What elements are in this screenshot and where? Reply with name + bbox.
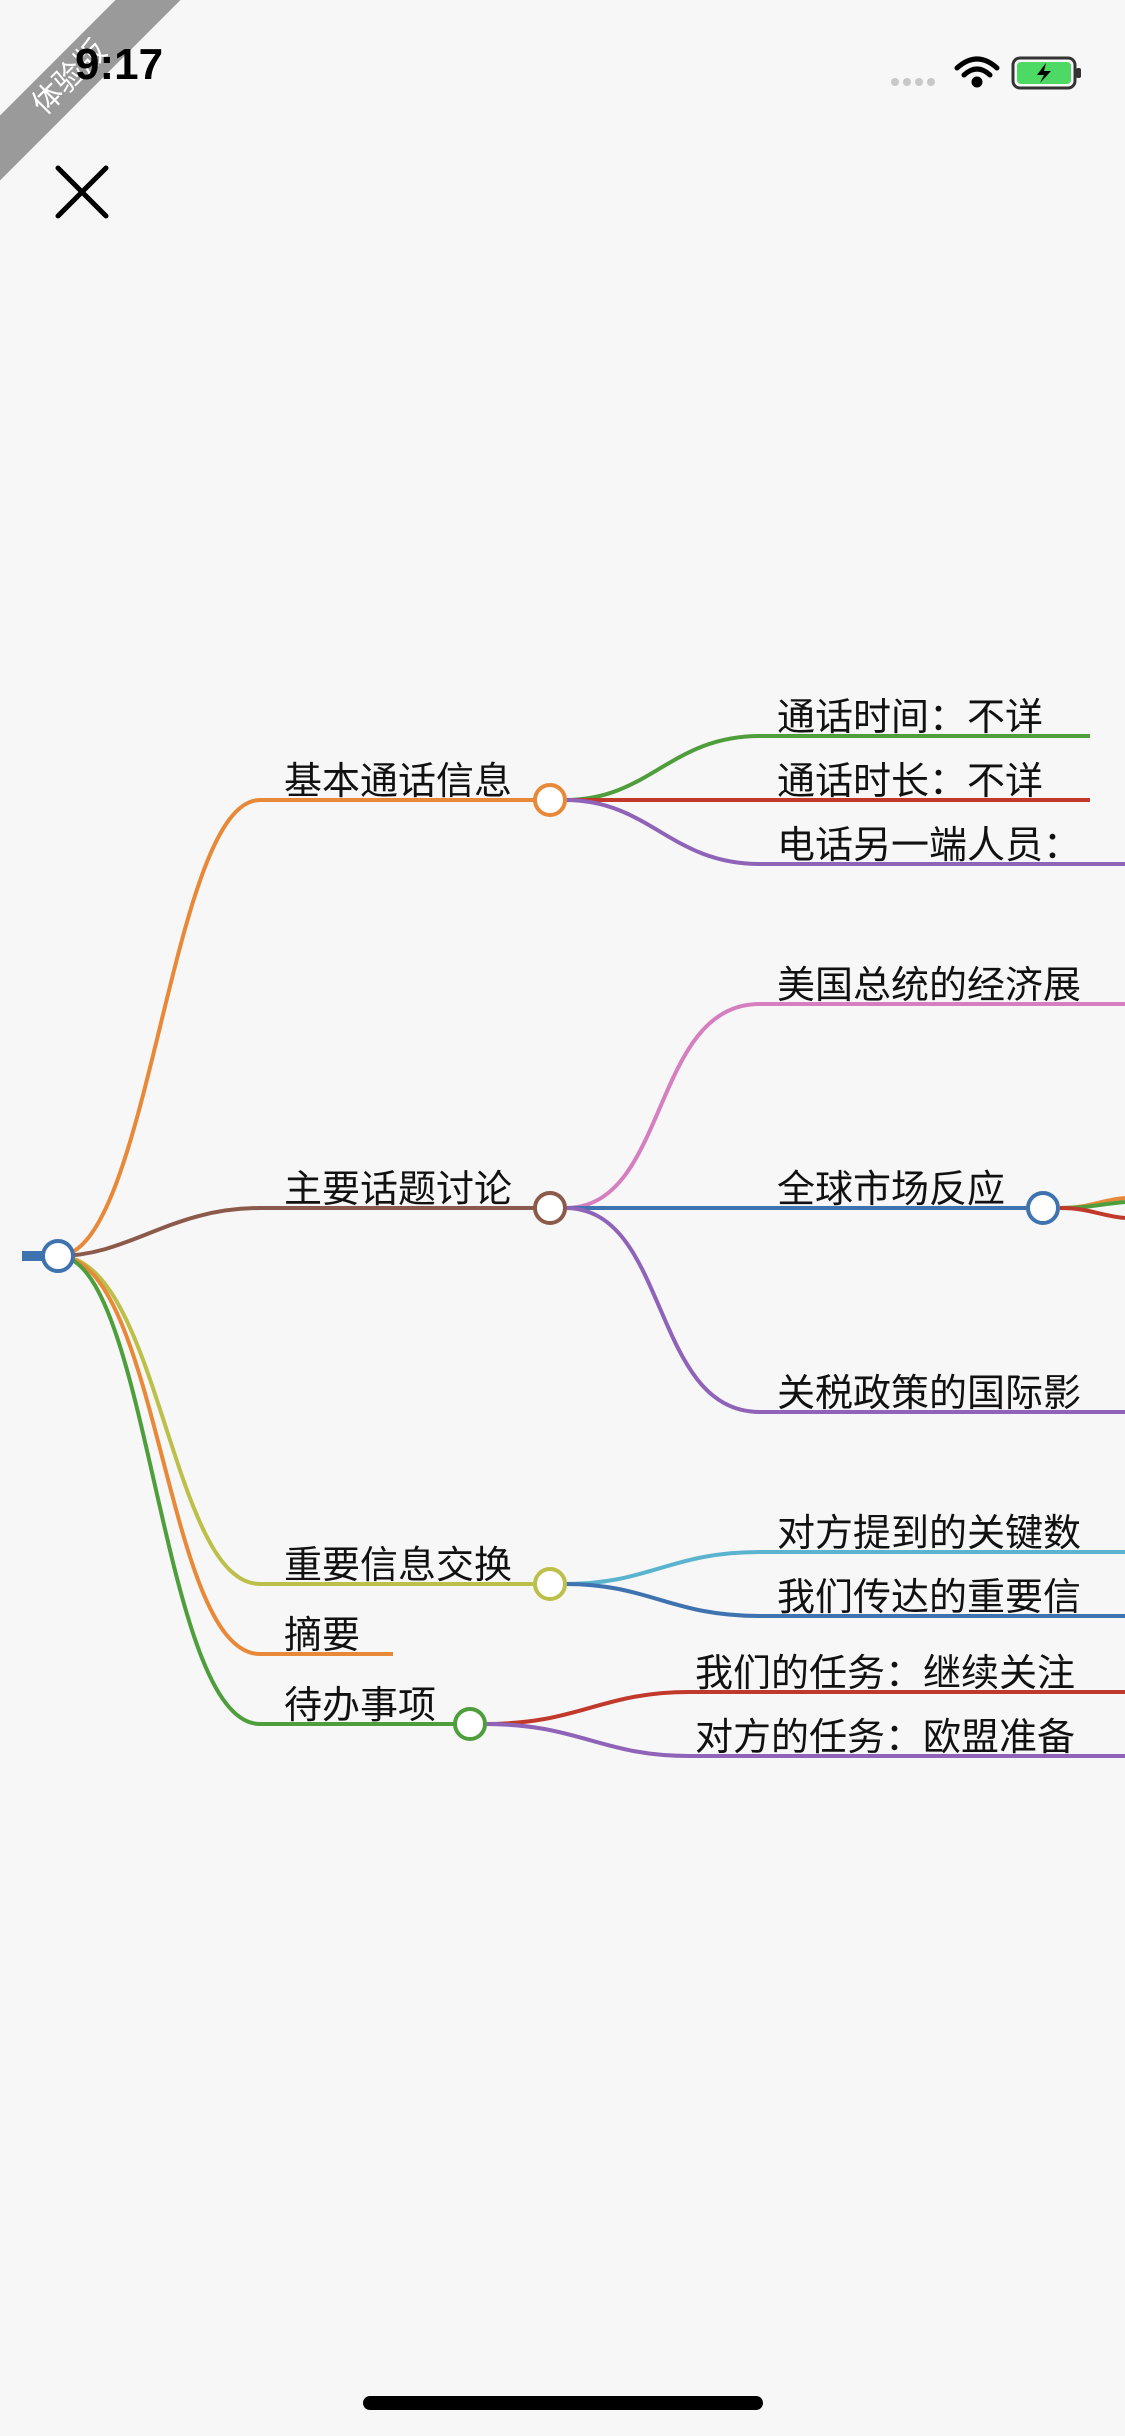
child-label[interactable]: 通话时长：不详 (777, 759, 1044, 803)
branch-label-basic[interactable]: 基本通话信息 (284, 759, 513, 803)
home-indicator (363, 2396, 763, 2410)
branch-label-todo[interactable]: 待办事项 (284, 1683, 437, 1727)
wifi-icon (954, 56, 1000, 88)
child-label[interactable]: 关税政策的国际影 (777, 1371, 1082, 1415)
child-label[interactable]: 全球市场反应 (777, 1167, 1006, 1211)
node-toggle-market[interactable] (1026, 1191, 1060, 1225)
node-toggle-basic[interactable] (533, 783, 567, 817)
child-label[interactable]: 通话时间：不详 (777, 695, 1044, 739)
child-label[interactable]: 我们传达的重要信 (777, 1575, 1082, 1619)
status-time: 9:17 (75, 40, 164, 89)
battery-icon (1011, 56, 1081, 90)
close-icon[interactable] (52, 162, 112, 222)
node-toggle-todo[interactable] (453, 1707, 487, 1741)
child-label[interactable]: 美国总统的经济展 (777, 963, 1082, 1007)
child-label[interactable]: 对方的任务：欧盟准备 (695, 1715, 1076, 1759)
child-label[interactable]: 对方提到的关键数 (777, 1511, 1082, 1555)
root-node[interactable] (41, 1239, 75, 1273)
node-toggle-topics[interactable] (533, 1191, 567, 1225)
child-label[interactable]: 电话另一端人员： (777, 823, 1082, 867)
branch-label-summary[interactable]: 摘要 (284, 1613, 361, 1657)
child-label[interactable]: 我们的任务：继续关注 (695, 1651, 1076, 1695)
branch-label-topics[interactable]: 主要话题讨论 (284, 1167, 513, 1211)
status-icons (891, 56, 1081, 90)
branch-label-exchange[interactable]: 重要信息交换 (284, 1543, 513, 1587)
node-toggle-exchange[interactable] (533, 1567, 567, 1601)
signal-icon (891, 78, 935, 86)
